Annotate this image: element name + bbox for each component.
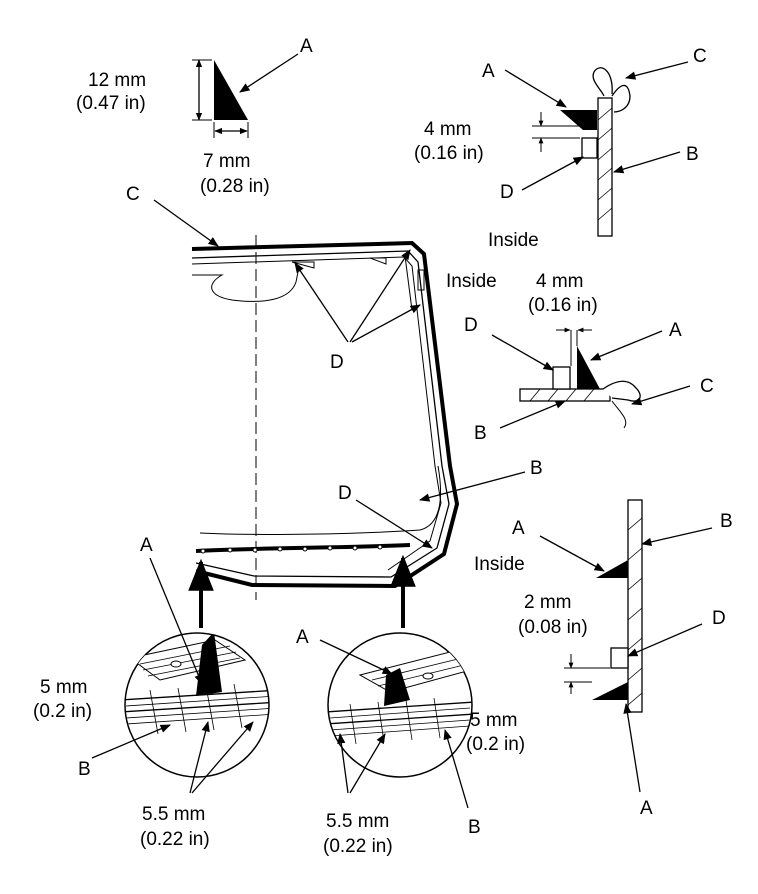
molding-outline	[191, 240, 460, 589]
label-b: B	[686, 144, 699, 165]
label-a: A	[512, 518, 525, 539]
gap-4in: (0.16 in)	[414, 143, 484, 164]
sealer-height-in: (0.47 in)	[76, 93, 146, 114]
spacer-d-top	[581, 137, 598, 159]
side-section-detail: Inside 4 mm (0.16 in) D A C B	[446, 271, 714, 444]
sealer-a-lower	[592, 682, 628, 700]
label-a: A	[669, 320, 682, 341]
sealer-triangle	[214, 60, 248, 120]
windshield-main-view: C D B D	[126, 184, 543, 628]
label-d: D	[464, 315, 478, 336]
label-c: C	[126, 184, 140, 205]
label-b: B	[720, 511, 733, 532]
upper-section-detail: A C B D 4 mm (0.16 in) Inside	[414, 46, 707, 251]
label-b: B	[530, 458, 543, 479]
label-b: B	[468, 817, 481, 838]
dist-5mm: 5 mm	[40, 677, 88, 698]
spacer-d-side	[552, 366, 571, 390]
inside-label: Inside	[474, 554, 525, 575]
label-d: D	[712, 608, 726, 629]
gap-4in: (0.16 in)	[528, 295, 598, 316]
label-a: A	[300, 36, 313, 57]
sealer-profile-detail: A 12 mm (0.47 in) 7 mm (0.28 in)	[76, 36, 313, 197]
dist-55in: (0.22 in)	[323, 836, 393, 857]
magnified-detail-left: A 5 mm (0.2 in) B 5.5 mm (0.22 in)	[33, 535, 270, 850]
sealer-a-top	[560, 110, 597, 130]
dist-55in: (0.22 in)	[140, 829, 210, 850]
gap-2mm: 2 mm	[524, 592, 572, 613]
gap-4mm: 4 mm	[424, 119, 472, 140]
lower-section-detail: A B Inside 2 mm (0.08 in) D A	[474, 499, 733, 819]
spacer-d-lower	[610, 647, 629, 669]
label-c: C	[700, 376, 714, 397]
dist-5in: (0.2 in)	[33, 701, 92, 722]
label-a: A	[482, 61, 495, 82]
label-c: C	[693, 46, 707, 67]
inner-panel	[192, 271, 299, 302]
sealer-width-mm: 7 mm	[203, 151, 251, 172]
label-a: A	[640, 798, 653, 819]
dist-5mm: 5 mm	[470, 710, 518, 731]
gap-4mm: 4 mm	[536, 271, 584, 292]
inside-label: Inside	[446, 271, 497, 292]
label-d: D	[330, 352, 344, 373]
dist-55mm: 5.5 mm	[142, 804, 205, 825]
label-d: D	[338, 483, 352, 504]
sealer-a-mag-left	[196, 633, 222, 696]
gap-2in: (0.08 in)	[518, 617, 588, 638]
label-a: A	[296, 627, 309, 648]
inside-label: Inside	[488, 230, 539, 251]
dist-5in: (0.2 in)	[466, 734, 525, 755]
sealer-a-side	[577, 346, 600, 389]
molding-c	[592, 67, 613, 97]
sealer-a-mag-right	[384, 668, 410, 706]
dist-55mm: 5.5 mm	[326, 811, 389, 832]
sealer-a-upper	[596, 560, 628, 578]
sealer-height-mm: 12 mm	[88, 70, 146, 91]
label-b: B	[474, 423, 487, 444]
label-a: A	[140, 535, 153, 556]
label-d: D	[500, 182, 514, 203]
label-b: B	[78, 759, 91, 780]
magnified-detail-right: A 5 mm (0.2 in) B 5.5 mm (0.22 in)	[296, 627, 525, 857]
sealer-width-in: (0.28 in)	[200, 176, 270, 197]
